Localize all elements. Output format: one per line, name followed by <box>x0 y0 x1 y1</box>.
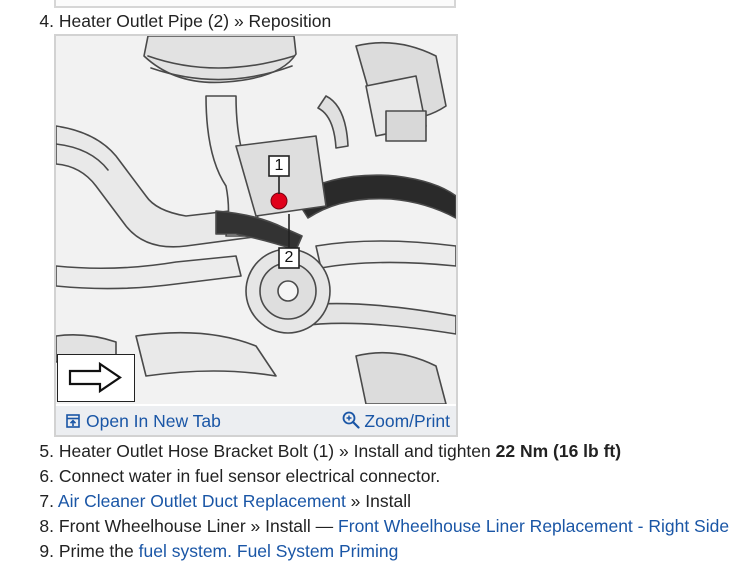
step-number: 6. <box>39 466 54 486</box>
step-text: Front Wheelhouse Liner » Install — <box>58 516 339 536</box>
step-4: 4. Heater Outlet Pipe (2) » Reposition <box>0 10 331 32</box>
step-9: 9. Prime the fuel system. Fuel System Pr… <box>0 540 398 562</box>
step-8: 8. Front Wheelhouse Liner » Install — Fr… <box>0 515 729 537</box>
step-number: 4. <box>39 11 54 31</box>
zoom-magnifier-icon <box>342 411 361 434</box>
engine-line-drawing <box>56 36 456 404</box>
torque-spec: 22 Nm (16 lb ft) <box>495 441 622 461</box>
open-in-new-tab-button[interactable]: Open In New Tab <box>66 410 221 432</box>
previous-figure-frame <box>54 0 456 8</box>
step-7: 7. Air Cleaner Outlet Duct Replacement »… <box>0 490 411 512</box>
step-text: Connect water in fuel sensor electrical … <box>58 466 441 486</box>
step-text: Prime the <box>58 541 139 561</box>
callout-1-label: 1 <box>274 157 284 174</box>
step-text: Heater Outlet Pipe (2) » Reposition <box>58 11 332 31</box>
step-6: 6. Connect water in fuel sensor electric… <box>0 465 440 487</box>
procedure-figure: 1 2 Open In New Tab <box>54 34 458 437</box>
step-text: Heater Outlet Hose Bracket Bolt (1) » In… <box>58 441 496 461</box>
step-text: » Install <box>345 491 411 511</box>
step-number: 7. <box>39 491 54 511</box>
fuel-system-priming-link[interactable]: Fuel System Priming <box>236 541 399 561</box>
arrow-right-icon <box>68 361 122 394</box>
step-number: 5. <box>39 441 54 461</box>
zoom-print-label: Zoom/Print <box>364 411 450 431</box>
step-5: 5. Heater Outlet Hose Bracket Bolt (1) »… <box>0 440 621 462</box>
callout-2-box <box>278 247 300 269</box>
engine-illustration[interactable]: 1 2 <box>56 36 456 404</box>
callout-1-box <box>268 155 290 177</box>
step-number: 9. <box>39 541 54 561</box>
callout-2-label: 2 <box>284 249 294 266</box>
step-number: 8. <box>39 516 54 536</box>
view-direction-box <box>57 354 135 402</box>
bolt-marker <box>270 192 288 210</box>
open-new-tab-icon <box>66 411 80 433</box>
air-cleaner-outlet-duct-link[interactable]: Air Cleaner Outlet Duct Replacement <box>57 491 346 511</box>
front-wheelhouse-liner-link[interactable]: Front Wheelhouse Liner Replacement - Rig… <box>338 516 730 536</box>
open-in-new-tab-label: Open In New Tab <box>86 411 221 431</box>
figure-toolbar: Open In New Tab Zoom/Print <box>56 406 456 435</box>
zoom-print-button[interactable]: Zoom/Print <box>342 410 450 432</box>
fuel-system-link[interactable]: fuel system. <box>138 541 232 561</box>
